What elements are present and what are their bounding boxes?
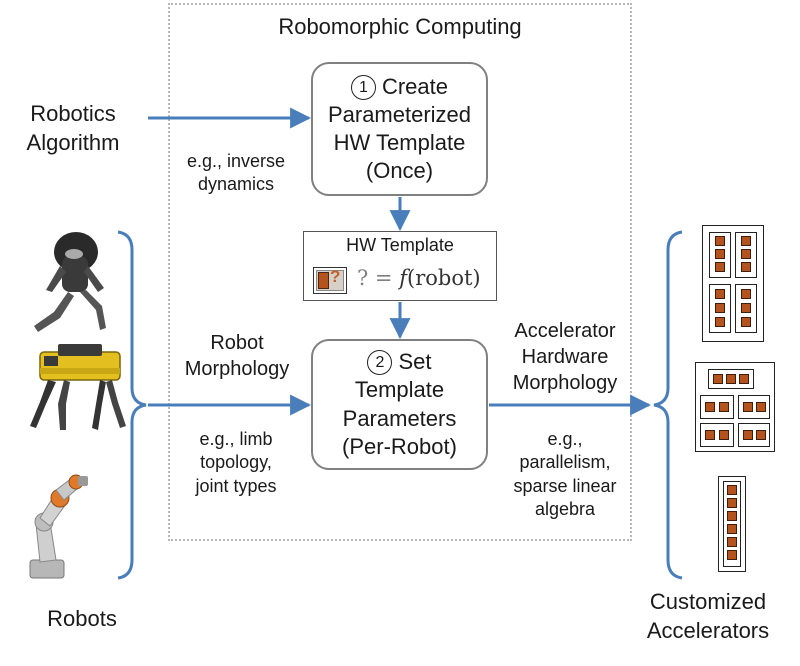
processing-element: [715, 303, 725, 313]
quadruped-robot-image: [30, 344, 126, 430]
step-1-number-badge: 1: [350, 74, 376, 100]
processing-element: [727, 485, 737, 495]
hardware-example-label: e.g., parallelism, sparse linear algebra: [513, 429, 617, 520]
processing-element: [727, 524, 737, 534]
robot-arm-image: [29, 474, 88, 579]
processing-element: [741, 236, 751, 246]
customized-accelerators-label: Customized Accelerators: [646, 589, 770, 643]
accelerator-unit: [735, 284, 757, 333]
processing-element: [743, 402, 753, 412]
processing-element: [741, 303, 751, 313]
hardware-morphology-label: Accelerator Hardware Morphology: [512, 320, 618, 394]
processing-element: [727, 537, 737, 547]
processing-element: [705, 402, 715, 412]
morphology-example-label: e.g., limb topology, joint types: [195, 429, 277, 496]
processing-element: [705, 430, 715, 440]
processing-element: [727, 511, 737, 521]
processing-element: [741, 249, 751, 259]
processing-element: [739, 374, 749, 384]
accelerator-2: [695, 362, 775, 452]
processing-element: [741, 289, 751, 299]
processing-element: [715, 249, 725, 259]
accelerator-unit: [738, 395, 770, 419]
accelerator-unit: [738, 423, 770, 447]
processing-element: [726, 374, 736, 384]
accelerator-unit: [700, 395, 734, 419]
algorithm-example-label: e.g., inverse dynamics: [186, 151, 286, 195]
processing-element: [719, 402, 729, 412]
processing-element: [719, 430, 729, 440]
processing-element: [715, 289, 725, 299]
accelerator-3: [718, 476, 746, 572]
diagram-title: Robomorphic Computing: [278, 14, 522, 39]
humanoid-robot-image: [34, 232, 106, 332]
accelerator-unit: [700, 423, 734, 447]
template-placeholder-icon: ?: [313, 267, 347, 294]
processing-element: [756, 402, 766, 412]
robot-morphology-label: Robot Morphology: [184, 332, 290, 380]
processing-element: [713, 374, 723, 384]
accelerator-1: [702, 225, 764, 342]
template-formula: ? = f(robot): [357, 266, 481, 290]
processing-element: [715, 236, 725, 246]
processing-element: [727, 498, 737, 508]
accelerator-unit: [735, 232, 757, 278]
hw-template-box: HW Template ? ? = f(robot): [303, 231, 497, 301]
accelerator-unit: [709, 284, 731, 333]
robotics-algorithm-label: Robotics Algorithm: [26, 101, 120, 155]
processing-element: [741, 262, 751, 272]
accelerator-unit: [708, 369, 754, 389]
processing-element: [741, 317, 751, 327]
accelerators-bracket: [653, 230, 683, 580]
robots-bracket: [117, 230, 147, 580]
processing-element: [727, 550, 737, 560]
step-2-number-badge: 2: [367, 350, 393, 376]
processing-element: [715, 317, 725, 327]
accelerator-unit: [723, 481, 741, 567]
hw-template-title: HW Template: [346, 235, 454, 255]
robots-label: Robots: [47, 606, 117, 631]
processing-element: [715, 262, 725, 272]
robomorphic-computing-region: [168, 3, 632, 541]
processing-element: [743, 430, 753, 440]
accelerator-unit: [709, 232, 731, 278]
processing-element: [756, 430, 766, 440]
